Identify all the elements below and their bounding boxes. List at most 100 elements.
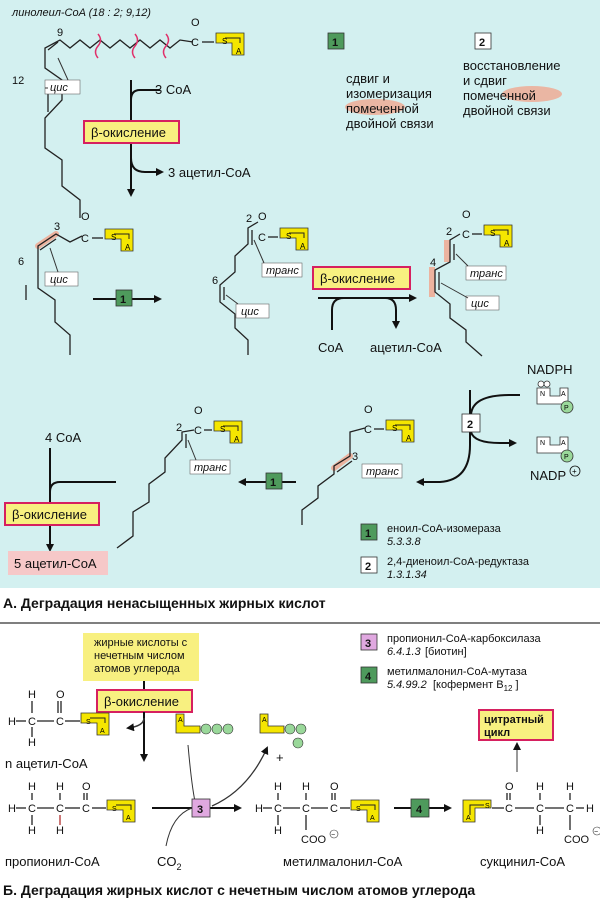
methylmalonyl-coa-label: метилмалонил-CoA [283,854,403,869]
panel-b-title: Б. Деградация жирных кислот с нечетным ч… [3,882,475,898]
svg-text:A: A [561,440,566,447]
svg-text:двойной связи: двойной связи [346,116,434,131]
svg-text:O: O [191,17,200,29]
svg-text:S: S [111,233,116,242]
svg-text:цис: цис [471,298,489,310]
svg-text:транс: транс [194,462,227,474]
svg-text:3: 3 [352,451,358,463]
svg-text:H: H [586,803,594,815]
trans2-cis4-molecule: 2 4 O C S A транс цис [429,209,513,357]
cis-label: цис [50,82,68,94]
svg-text:S: S [490,229,495,238]
acetyl-output-2: ацетил-CoA [370,340,442,355]
nadp-label: NADP [530,468,566,483]
enzyme-badge-3-step [191,798,211,818]
legend-enzyme-2-badge [360,556,378,574]
svg-text:2: 2 [479,37,485,49]
svg-text:O: O [82,781,91,793]
legend-enzyme-3-ec: 6.4.1.3 [387,646,422,658]
citrate-cycle-box [478,709,554,741]
svg-text:H: H [28,825,36,837]
svg-text:помеченной: помеченной [463,88,536,103]
svg-text:N: N [540,391,545,398]
svg-text:A: A [504,239,510,248]
nadph-symbol: N A P [536,380,574,414]
legend-enzyme-4-badge [360,666,378,684]
coa-input-1: 3 CoA [155,82,191,97]
atp-symbol: A [175,713,234,735]
svg-text:двойной связи: двойной связи [463,103,551,118]
svg-text:нечетным числом: нечетным числом [94,650,185,662]
svg-text:A: A [125,243,131,252]
svg-text:C: C [191,37,199,49]
beta-oxidation-label-1: β-окисление [91,125,166,140]
svg-text:A: A [370,815,375,822]
svg-text:H: H [28,781,36,793]
svg-text:A: A [100,728,105,735]
svg-text:C: C [28,716,36,728]
legend-enzyme-4-name: метилмалонил-CoA-мутаза [387,666,528,678]
co2-label: CO2 [157,854,182,872]
svg-text:H: H [8,716,16,728]
svg-text:A: A [178,717,183,724]
svg-text:COO: COO [301,834,327,846]
enzyme-badge-1-step2 [265,472,283,490]
svg-text:H: H [536,825,544,837]
svg-text:A: A [561,391,566,398]
trans2-molecule: 2 O C S A транс [116,405,243,549]
svg-text:S: S [222,37,227,46]
phosphate-icon [292,737,304,749]
svg-text:C: C [28,803,36,815]
enzyme-badge-4-step [410,798,430,818]
enzyme-badge-2-step [461,413,481,433]
svg-text:H: H [302,781,310,793]
svg-text:S: S [86,719,91,726]
svg-text:C: C [302,803,310,815]
trans3-molecule: 3 O C S A транс [301,404,415,525]
svg-text:сдвиг и: сдвиг и [346,71,390,86]
svg-text:1: 1 [120,294,126,306]
svg-text:A: A [262,717,267,724]
legend-enzyme-2-ec: 1.3.1.34 [387,569,427,581]
svg-text:2: 2 [176,422,182,434]
adp-symbol: A [259,713,307,749]
enzyme-badge-1 [327,32,345,50]
svg-text:O: O [364,404,373,416]
propionyl-coa-label: пропионил-CoA [5,854,100,869]
svg-text:C: C [274,803,282,815]
svg-text:O: O [81,211,90,223]
legend-enzyme-1-badge [360,523,378,541]
legend-enzyme-3-badge [360,633,378,651]
coa-input-final: 4 CoA [45,430,81,445]
svg-text:цикл: цикл [484,727,510,739]
svg-text:β-окисление: β-окисление [104,694,179,709]
svg-text:A: A [300,242,306,251]
svg-text:4: 4 [365,671,372,683]
svg-text:1: 1 [332,37,338,49]
svg-text:C: C [505,803,513,815]
svg-text:O: O [505,781,514,793]
svg-text:H: H [28,689,36,701]
propionyl-coa-structure: H H O H C C C H H S A [8,781,136,837]
svg-text:O: O [56,689,65,701]
beta-oxidation-box-1 [83,120,180,144]
svg-text:транс: транс [470,268,503,280]
position-9: 9 [57,27,63,39]
odd-chain-source-box [83,633,199,681]
svg-text:H: H [274,825,282,837]
svg-text:цис: цис [241,306,259,318]
succinyl-coa-label: сукцинил-CoA [480,854,565,869]
svg-text:A: A [406,434,412,443]
legend-enzyme-1-name: еноил-CoA-изомераза [387,523,502,535]
beta-oxidation-box-2 [312,266,411,290]
svg-text:помеченной: помеченной [346,101,419,116]
svg-text:A: A [236,47,242,56]
svg-text:H: H [274,781,282,793]
svg-text:H: H [28,737,36,749]
svg-text:H: H [56,825,64,837]
svg-text:β-окисление: β-окисление [320,271,395,286]
svg-text:жирные кислоты с: жирные кислоты с [94,637,188,649]
svg-text:C: C [56,803,64,815]
nadph-label: NADPH [527,362,573,377]
succinyl-coa-structure: S A O C H C H H C H COO − [462,781,600,846]
